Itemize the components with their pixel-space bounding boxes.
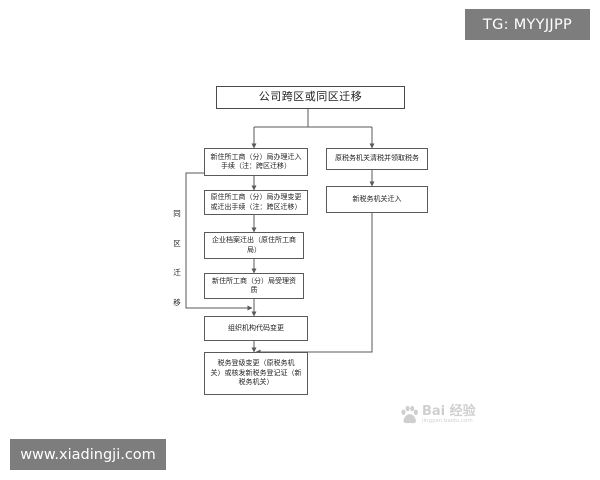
- baidu-brand-text: Bai 经验: [422, 404, 476, 420]
- right-step-2-box: 新税务机关迁入: [326, 186, 428, 213]
- side-label-char: 迁: [173, 268, 181, 278]
- merge-step-box: 组织机构代码变更: [204, 316, 308, 341]
- site-watermark: www.xiadingji.com: [10, 439, 166, 470]
- side-label-char: 区: [173, 238, 181, 248]
- side-label-char: 移: [173, 297, 181, 307]
- left-step-1-box: 新住所工商（分）局办理迁入 手续（注：跨区迁移）: [204, 148, 308, 176]
- final-step-box: 税务登级变更（原税务机 关）或核发新税务登记证（新 税务机关）: [204, 352, 308, 395]
- left-step-3-box: 企业档案迁出（原住所工商 局）: [204, 232, 304, 259]
- left-step-4-box: 新住所工商（分）局受理资 质: [204, 273, 304, 299]
- right-step-1-box: 原税务机关清税并领取税务: [326, 148, 428, 170]
- baidu-watermark: Bai 经验 jingyan.baidu.com: [398, 402, 476, 428]
- same-district-label: 同 区 迁 移: [171, 208, 183, 308]
- left-step-2-box: 原住所工商（分）局办理变更 或迁出手续（注：跨区迁移）: [204, 190, 308, 215]
- flow-title-box: 公司跨区或同区迁移: [216, 86, 405, 109]
- baidu-paw-icon: [401, 405, 418, 424]
- connector-same-district-bypass: [185, 172, 253, 311]
- baidu-url-text: jingyan.baidu.com: [422, 418, 473, 425]
- side-label-char: 同: [173, 209, 181, 218]
- tg-watermark-tag: TG: MYYJJPP: [465, 9, 590, 40]
